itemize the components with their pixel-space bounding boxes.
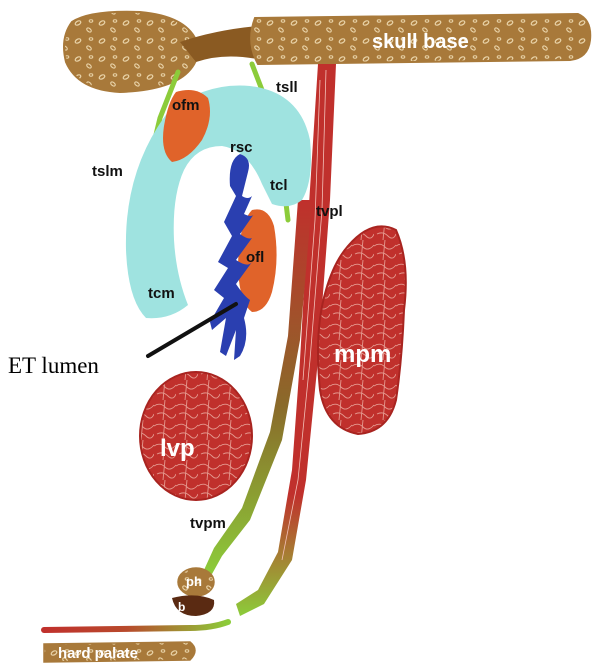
label-tcl: tcl <box>270 177 288 194</box>
label-tslm: tslm <box>92 163 123 180</box>
mpm-muscle <box>318 226 406 434</box>
label-ph: ph <box>186 574 202 589</box>
label-tsll: tsll <box>276 79 298 96</box>
label-hard-palate: hard palate <box>58 645 138 662</box>
label-ofl: ofl <box>246 249 264 266</box>
label-tcm: tcm <box>148 285 175 302</box>
label-ofm: ofm <box>172 97 200 114</box>
label-tvpl: tvpl <box>316 203 343 220</box>
label-b: b <box>178 600 185 614</box>
label-rsc: rsc <box>230 139 253 156</box>
label-tvpm: tvpm <box>190 515 226 532</box>
lvp-muscle <box>140 372 252 500</box>
label-lvp: lvp <box>160 435 195 462</box>
label-skull-base: skull base <box>372 31 469 53</box>
label-mpm: mpm <box>334 341 391 368</box>
label-et-lumen: ET lumen <box>8 353 99 378</box>
hard-palate-line <box>44 622 228 630</box>
